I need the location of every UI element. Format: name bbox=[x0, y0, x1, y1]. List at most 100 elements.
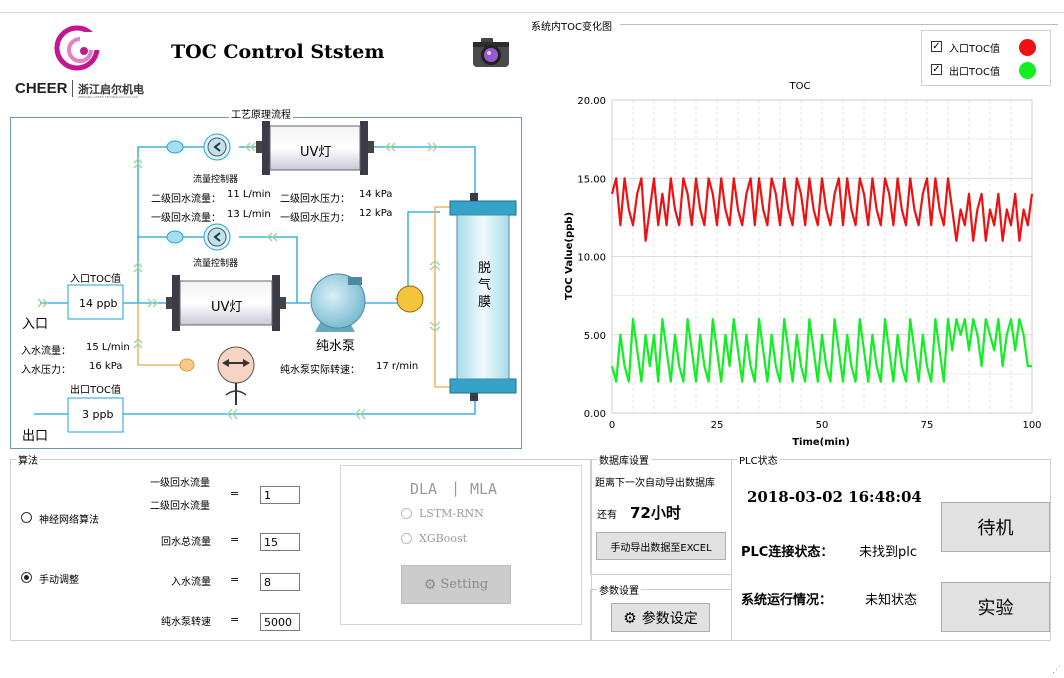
algorithm-group: 算法 bbox=[10, 452, 592, 641]
params-button-label: 参数设定 bbox=[641, 610, 698, 627]
outlet-toc-label: 出口TOC值 bbox=[70, 385, 121, 396]
outlet-toc-value: 3 ppb bbox=[82, 408, 114, 421]
inlet-label: 入口 bbox=[22, 317, 49, 332]
legend-inlet-checkbox[interactable]: ✓ bbox=[931, 41, 942, 52]
legend-outlet-checkbox[interactable]: ✓ bbox=[931, 64, 942, 75]
inlet-flow-label: 入水流量： bbox=[21, 346, 71, 357]
flow-controller-2-label: 流量控制器 bbox=[193, 259, 239, 269]
y-tick-label: 20.00 bbox=[577, 96, 606, 107]
uv-lamp-bottom-icon bbox=[166, 275, 286, 331]
chart-group-title: 系统内TOC变化图 bbox=[531, 22, 612, 33]
outlet-label: 出口 bbox=[22, 429, 49, 444]
setting-button-label: Setting bbox=[440, 577, 489, 592]
pump-speed-eq: = bbox=[230, 613, 240, 626]
return2-flow-label: 二级回水流量： bbox=[151, 194, 221, 205]
params-group: 参数设置 bbox=[590, 582, 732, 641]
xgb-radio[interactable] bbox=[401, 533, 412, 544]
experiment-button[interactable]: 实验 bbox=[941, 582, 1050, 632]
params-button[interactable]: ⚙ 参数设定 bbox=[611, 603, 710, 632]
model-mla-label: MLA bbox=[470, 480, 498, 498]
xgb-label: XGBoost bbox=[419, 532, 468, 545]
next-export-label: 距离下一次自动导出数据库 bbox=[595, 478, 715, 489]
run-status-value: 未知状态 bbox=[865, 593, 918, 608]
neural-radio[interactable] bbox=[21, 512, 32, 523]
x-tick-label: 25 bbox=[711, 420, 724, 431]
experiment-button-label: 实验 bbox=[977, 598, 1014, 619]
company-logo: CHEER 浙江启尔机电 ZHEJIANG CHEER TECHNOLOGY C… bbox=[14, 24, 149, 102]
total-return-eq: = bbox=[230, 533, 240, 546]
chart-group-line bbox=[620, 24, 1058, 25]
chart-xlabel: Time(min) bbox=[792, 437, 850, 448]
plc-connection-value: 未找到plc bbox=[859, 545, 918, 560]
inlet-toc-box bbox=[67, 284, 124, 320]
lstm-radio[interactable] bbox=[401, 508, 412, 519]
uv-lamp-top-label: UV灯 bbox=[300, 145, 332, 160]
database-group-title: 数据库设置 bbox=[597, 452, 651, 467]
legend-outlet-color bbox=[1019, 62, 1036, 79]
return2-pressure-value: 14 kPa bbox=[359, 189, 393, 200]
gear-icon: ⚙ bbox=[423, 576, 437, 593]
pure-water-pump-icon bbox=[310, 273, 366, 332]
motor-valve-icon bbox=[179, 346, 255, 405]
total-return-input[interactable]: 15 bbox=[260, 533, 300, 551]
camera-icon bbox=[473, 38, 509, 67]
top-divider bbox=[0, 12, 1064, 13]
params-group-title: 参数设置 bbox=[597, 582, 641, 597]
x-tick-label: 75 bbox=[921, 420, 934, 431]
plc-group: PLC状态 bbox=[731, 452, 1051, 641]
y-tick-label: 0.00 bbox=[584, 409, 606, 420]
y-tick-label: 10.00 bbox=[577, 253, 606, 264]
plc-connection-label: PLC连接状态： bbox=[741, 545, 834, 560]
algorithm-group-title: 算法 bbox=[16, 452, 40, 467]
inlet-toc-value: 14 ppb bbox=[79, 297, 118, 310]
plc-datetime: 2018-03-02 16:48:04 bbox=[747, 488, 922, 506]
return2-pressure-label: 二级回水压力： bbox=[280, 194, 350, 205]
degas-membrane-label: 脱 气 膜 bbox=[478, 261, 492, 310]
pump-label: 纯水泵 bbox=[316, 339, 356, 354]
inlet-flow-input[interactable]: 8 bbox=[260, 573, 300, 591]
flow-controller-2-icon bbox=[166, 223, 231, 251]
manual-label: 手动调整 bbox=[39, 575, 79, 586]
valve-icon bbox=[396, 285, 424, 313]
pump-speed-input[interactable]: 5000 bbox=[260, 613, 300, 631]
inlet-pressure-label: 入水压力： bbox=[21, 365, 71, 376]
ratio-input[interactable]: 1 bbox=[260, 486, 300, 504]
model-panel bbox=[340, 465, 582, 625]
flow-controller-1-label: 流量控制器 bbox=[193, 175, 239, 185]
pump-speed-value: 17 r/min bbox=[376, 361, 419, 372]
resize-grip-icon[interactable]: ⋰ bbox=[1052, 665, 1061, 675]
legend-inlet-label: 入口TOC值 bbox=[949, 44, 1000, 55]
setting-button[interactable]: ⚙ Setting bbox=[401, 565, 511, 604]
outlet-toc-box bbox=[67, 397, 124, 433]
run-status-label: 系统运行情况： bbox=[741, 593, 833, 608]
return1-flow-label: 一级回水流量： bbox=[151, 213, 221, 224]
y-tick-label: 5.00 bbox=[584, 331, 606, 342]
series-line-outlet bbox=[610, 318, 1032, 383]
x-tick-label: 100 bbox=[1022, 420, 1041, 431]
return1-pressure-label: 一级回水压力： bbox=[280, 213, 350, 224]
brand-sub: ZHEJIANG CHEER TECHNOLOGY CO.,LTD bbox=[78, 95, 138, 99]
camera-button[interactable] bbox=[472, 36, 510, 70]
pump-speed-label: 纯水泵实际转速： bbox=[280, 365, 360, 376]
standby-button[interactable]: 待机 bbox=[941, 502, 1050, 552]
return2-flow-value: 11 L/min bbox=[227, 189, 271, 200]
inlet-flow-value: 15 L/min bbox=[86, 342, 130, 353]
legend-inlet-color bbox=[1019, 39, 1036, 56]
x-tick-label: 50 bbox=[816, 420, 829, 431]
export-excel-button[interactable]: 手动导出数据至EXCEL bbox=[596, 532, 726, 560]
total-return-label: 回水总流量 bbox=[161, 537, 211, 548]
process-group-title: 工艺原理流程 bbox=[229, 106, 293, 121]
return1-pressure-value: 12 kPa bbox=[359, 208, 393, 219]
series-line-inlet bbox=[610, 177, 1034, 242]
lstm-label: LSTM-RNN bbox=[419, 507, 484, 520]
legend-box: ✓ 入口TOC值 ✓ 出口TOC值 bbox=[921, 30, 1051, 86]
chart-ylabel: TOC Value(ppb) bbox=[564, 212, 575, 300]
degassing-membrane-icon bbox=[449, 193, 517, 401]
inlet-flow-eq: = bbox=[230, 573, 240, 586]
manual-radio[interactable] bbox=[21, 572, 32, 583]
inlet-toc-label: 入口TOC值 bbox=[70, 274, 121, 285]
y-tick-label: 15.00 bbox=[577, 174, 606, 185]
brand-name: CHEER bbox=[15, 80, 68, 97]
uv-lamp-bottom-label: UV灯 bbox=[211, 300, 243, 315]
